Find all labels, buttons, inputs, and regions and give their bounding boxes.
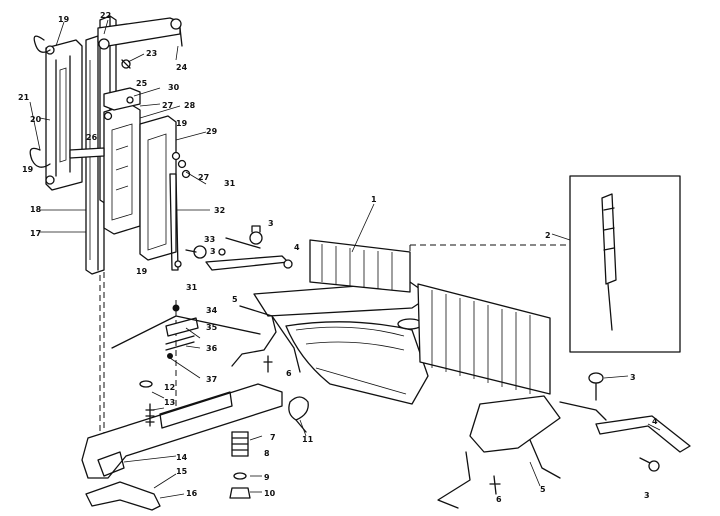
callout-19: 19 (58, 15, 70, 24)
miter-box-base-part-1 (253, 281, 431, 405)
callout-19: 19 (136, 267, 148, 276)
callout-19: 19 (22, 165, 34, 174)
callout-leader-lines (29, 19, 661, 499)
callout-27: 27 (162, 101, 173, 110)
callout-17: 17 (30, 229, 41, 238)
callout-14: 14 (176, 453, 188, 462)
bolt-part-6 (263, 355, 501, 495)
callout-5: 5 (232, 295, 238, 304)
front-fence (417, 283, 551, 395)
callout-4: 4 (294, 243, 300, 252)
callout-16: 16 (186, 489, 198, 498)
callout-21: 21 (18, 93, 30, 102)
lock-lever-part-4-right (559, 372, 691, 472)
callout-12: 12 (164, 383, 175, 392)
right-slide-plate-part-29 (139, 115, 191, 261)
callout-29: 29 (206, 127, 218, 136)
callout-3: 3 (630, 373, 636, 382)
spring-washer-nut-parts-8-10 (229, 431, 251, 499)
callout-19: 19 (176, 119, 188, 128)
center-slide-plate-part-28 (103, 103, 141, 235)
callout-3: 3 (268, 219, 274, 228)
callout-6: 6 (496, 495, 502, 504)
base-bracket-arm-part-7 (81, 315, 283, 511)
wire-spring-part-21 (29, 35, 51, 168)
callout-3: 3 (210, 247, 216, 256)
knob-part-33 (185, 245, 207, 259)
callout-9: 9 (264, 473, 270, 482)
support-leg-part-5-left (231, 305, 301, 373)
callout-23: 23 (146, 49, 157, 58)
callout-35: 35 (206, 323, 218, 332)
clamp-part-11 (288, 396, 309, 433)
support-leg-part-5-right (437, 395, 561, 509)
callout-32: 32 (214, 206, 225, 215)
callout-28: 28 (184, 101, 196, 110)
callout-30: 30 (168, 83, 180, 92)
callout-5: 5 (540, 485, 546, 494)
callout-10: 10 (264, 489, 276, 498)
callout-33: 33 (204, 235, 215, 244)
callout-4: 4 (652, 417, 658, 426)
callout-34: 34 (206, 306, 218, 315)
callout-26: 26 (86, 133, 98, 142)
callout-labels: 1 2 3 3 3 3 4 4 5 5 6 6 7 8 9 10 11 12 1… (18, 11, 658, 504)
slide-block-part-30 (103, 87, 141, 111)
callout-1: 1 (371, 195, 377, 204)
cross-pin-part-26 (69, 147, 105, 159)
callout-36: 36 (206, 344, 218, 353)
callout-13: 13 (164, 398, 175, 407)
callout-6: 6 (286, 369, 292, 378)
callout-15: 15 (176, 467, 188, 476)
callout-8: 8 (264, 449, 270, 458)
rear-fence (309, 239, 411, 293)
callout-18: 18 (30, 205, 42, 214)
callout-2: 2 (545, 231, 551, 240)
left-guide-frame-part-20 (45, 39, 83, 191)
inset-detail-box-part-2 (569, 175, 681, 353)
screw-part-13 (145, 403, 155, 427)
callout-27: 27 (198, 173, 209, 182)
small-hardware-parts-34-37 (139, 304, 199, 388)
callout-3: 3 (644, 491, 650, 500)
callout-11: 11 (302, 435, 314, 444)
top-clamp-bracket-part-22 (97, 17, 183, 69)
callout-31: 31 (186, 283, 198, 292)
callout-37: 37 (206, 375, 217, 384)
guide-rod-part-32 (169, 173, 182, 271)
lock-lever-part-4 (205, 225, 293, 271)
callout-31: 31 (224, 179, 236, 188)
callout-24: 24 (176, 63, 188, 72)
callout-20: 20 (30, 115, 42, 124)
callout-7: 7 (270, 433, 276, 442)
callout-25: 25 (136, 79, 148, 88)
callout-22: 22 (100, 11, 111, 20)
